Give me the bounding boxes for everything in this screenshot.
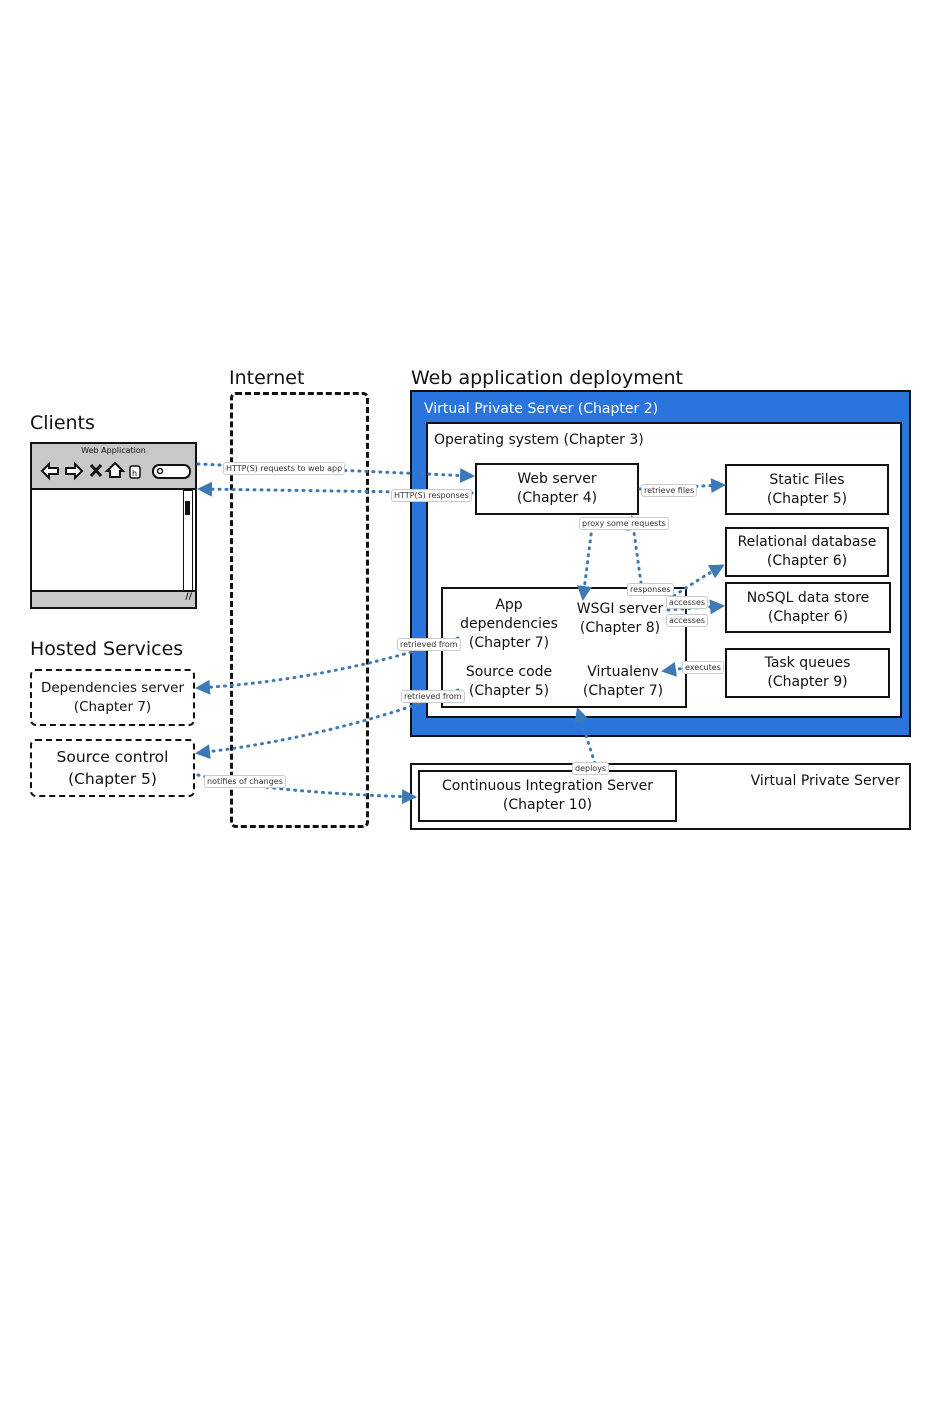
static-files-box: Static Files (Chapter 5)	[725, 464, 889, 515]
dependencies-server-chapter: (Chapter 7)	[73, 698, 152, 715]
search-field[interactable]	[152, 464, 191, 479]
wsgi-server: WSGI server (Chapter 8)	[565, 600, 675, 638]
label-notifies: notifies of changes	[204, 775, 286, 788]
stop-icon[interactable]	[89, 463, 103, 478]
browser-statusbar: //	[32, 590, 195, 607]
task-queues-box: Task queues (Chapter 9)	[725, 648, 890, 698]
wsgi-server-label: WSGI server	[576, 601, 664, 617]
ci-server-chapter: (Chapter 10)	[502, 797, 593, 813]
app-dependencies: App dependencies (Chapter 7)	[453, 596, 565, 653]
label-http-responses: HTTP(S) responses	[391, 489, 472, 502]
source-control-chapter: (Chapter 5)	[68, 770, 157, 788]
deployment-heading: Web application deployment	[411, 367, 683, 389]
app-dependencies-label-1: App	[495, 597, 523, 613]
app-container: App dependencies (Chapter 7) WSGI server…	[441, 587, 687, 708]
label-executes: executes	[682, 661, 724, 674]
scroll-thumb[interactable]	[185, 501, 190, 515]
dependencies-server-label: Dependencies server	[40, 679, 185, 696]
label-retrieved-from-2: retrieved from	[401, 690, 465, 703]
web-server-chapter: (Chapter 4)	[516, 490, 598, 506]
svg-text:h: h	[132, 469, 137, 478]
static-files-label: Static Files	[769, 471, 845, 488]
task-queues-chapter: (Chapter 9)	[767, 674, 848, 690]
resize-grip-icon[interactable]: //	[185, 592, 192, 602]
virtualenv-label: Virtualenv	[587, 664, 659, 680]
internet-region	[230, 392, 369, 828]
source-code-label: Source code	[465, 664, 553, 680]
browser-window: Web Application h	[30, 442, 197, 609]
relational-db-box: Relational database (Chapter 6)	[725, 527, 889, 577]
app-dependencies-chapter: (Chapter 7)	[468, 635, 550, 651]
web-server-label: Web server	[517, 471, 597, 487]
relational-db-label: Relational database	[737, 534, 877, 550]
label-responses: responses	[627, 583, 674, 596]
forward-arrow-icon[interactable]	[65, 461, 84, 481]
source-control-box: Source control (Chapter 5)	[30, 739, 195, 797]
static-files-chapter: (Chapter 5)	[766, 490, 848, 507]
source-code-chapter: (Chapter 5)	[468, 683, 550, 699]
vps-main-title: Virtual Private Server (Chapter 2)	[424, 401, 659, 417]
label-deploys: deploys	[572, 762, 610, 775]
virtualenv-chapter: (Chapter 7)	[582, 683, 664, 699]
relational-db-chapter: (Chapter 6)	[766, 553, 848, 569]
label-accesses-1: accesses	[666, 596, 709, 609]
source-control-label: Source control	[56, 748, 169, 766]
source-code: Source code (Chapter 5)	[453, 663, 565, 701]
task-queues-label: Task queues	[764, 655, 851, 671]
ci-server-box: Continuous Integration Server (Chapter 1…	[418, 770, 677, 822]
nosql-chapter: (Chapter 6)	[767, 608, 849, 625]
internet-heading: Internet	[229, 367, 305, 389]
label-retrieved-from-1: retrieved from	[397, 638, 461, 651]
clients-heading: Clients	[30, 412, 95, 434]
virtualenv: Virtualenv (Chapter 7)	[571, 663, 675, 701]
back-arrow-icon[interactable]	[40, 461, 59, 481]
home-icon[interactable]	[104, 461, 126, 478]
label-accesses-2: accesses	[666, 614, 709, 627]
browser-title: Web Application	[81, 446, 146, 455]
history-icon[interactable]: h	[129, 465, 141, 479]
dependencies-server-box: Dependencies server (Chapter 7)	[30, 669, 195, 726]
app-dependencies-label-2: dependencies	[460, 616, 558, 632]
web-server-box: Web server (Chapter 4)	[475, 463, 639, 515]
label-http-requests: HTTP(S) requests to web app	[223, 462, 346, 475]
ci-server-label: Continuous Integration Server	[441, 778, 654, 794]
vps-ci-title: Virtual Private Server	[750, 773, 900, 789]
label-proxy-requests: proxy some requests	[579, 517, 669, 530]
os-title: Operating system (Chapter 3)	[434, 432, 644, 448]
hosted-services-heading: Hosted Services	[30, 638, 184, 660]
browser-scrollbar[interactable]	[183, 490, 193, 595]
nosql-label: NoSQL data store	[746, 589, 870, 606]
label-retrieve-files: retrieve files	[641, 484, 698, 497]
nosql-box: NoSQL data store (Chapter 6)	[725, 582, 891, 633]
wsgi-server-chapter: (Chapter 8)	[579, 620, 661, 636]
browser-toolbar: Web Application h	[32, 444, 195, 490]
browser-nav-icons: h	[40, 461, 191, 481]
